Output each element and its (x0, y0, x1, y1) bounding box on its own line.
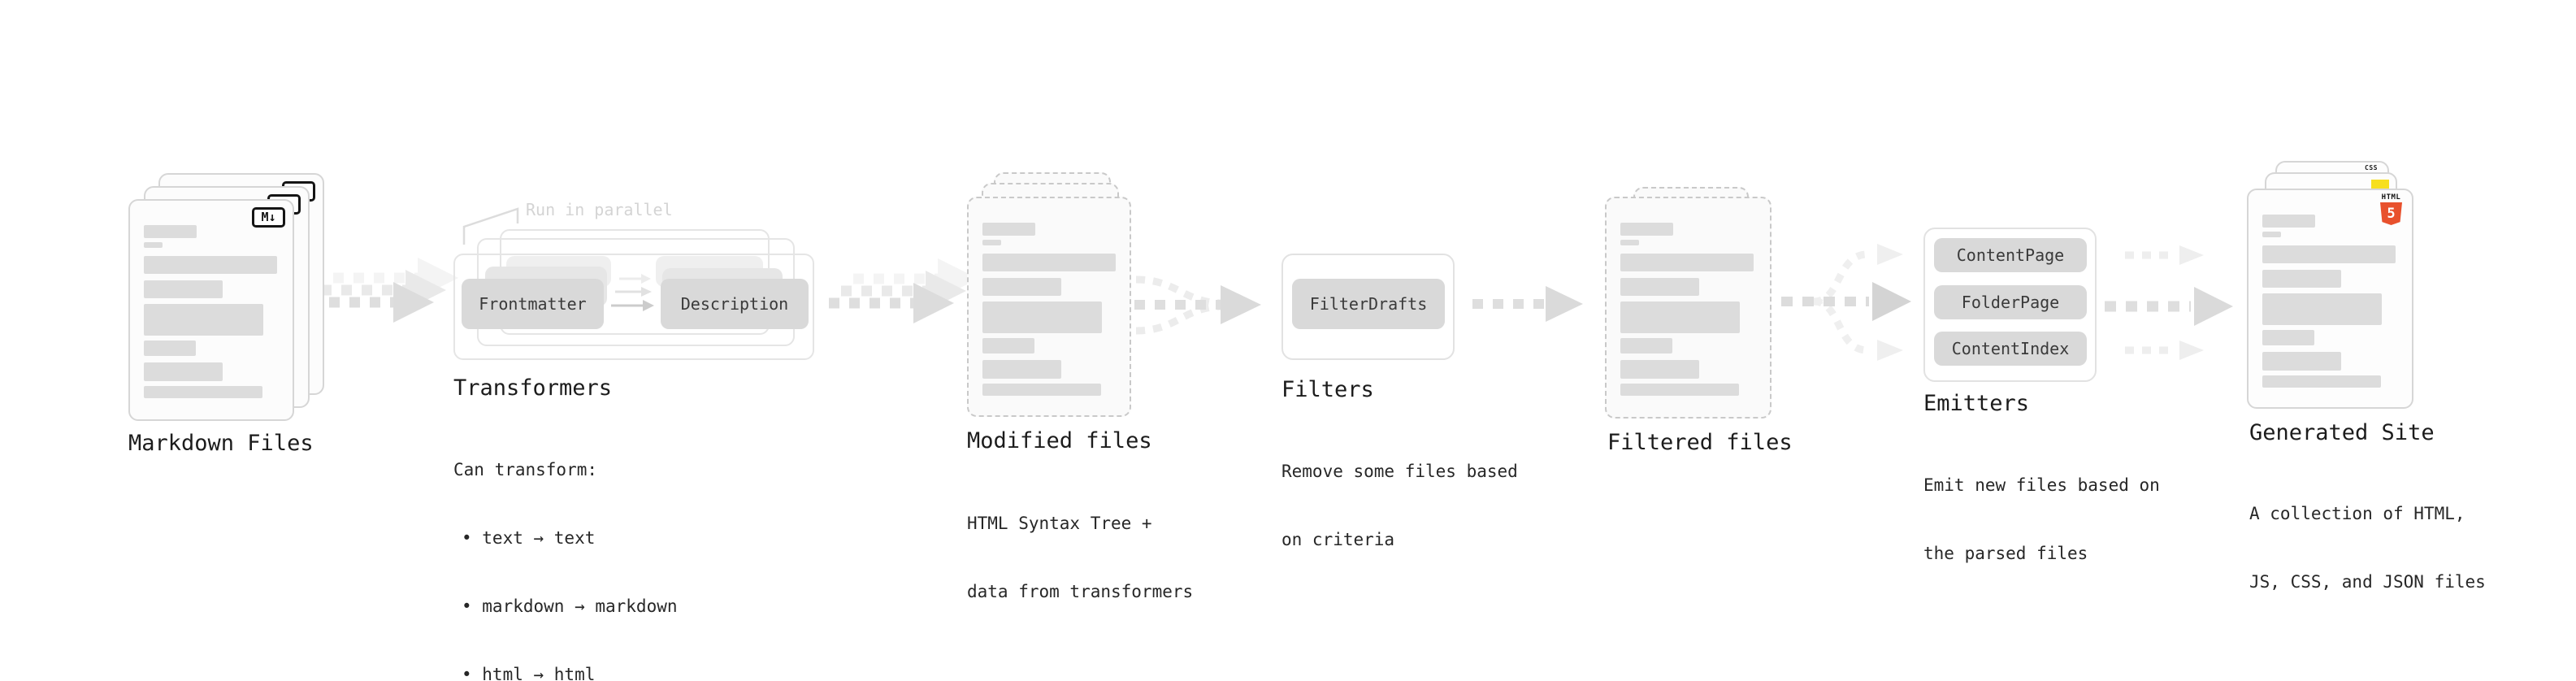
generated-site-note-line: A collection of HTML, (2249, 504, 2465, 523)
filters-heading: Filters (1281, 377, 1374, 402)
html5-shield: 5 (2380, 202, 2402, 225)
run-in-parallel-annotation: Run in parallel (526, 200, 673, 219)
modified-files-label: Modified files (967, 428, 1152, 453)
markdown-icon: M↓ (252, 207, 285, 228)
markdown-files-label: Markdown Files (128, 431, 314, 456)
modified-files-note: HTML Syntax Tree + data from transformer… (967, 466, 1193, 648)
filters-note-line: Remove some files based (1281, 462, 1518, 481)
emitters-note: Emit new files based on the parsed files (1923, 428, 2160, 610)
generated-site-label: Generated Site (2249, 420, 2435, 445)
modified-files-note-line: data from transformers (967, 582, 1194, 601)
stage-modified-files: Modified files HTML Syntax Tree + data f… (967, 172, 1193, 601)
js-icon (2371, 180, 2389, 189)
modified-files-note-line: HTML Syntax Tree + (967, 514, 1152, 533)
filtered-file-card-front (1605, 197, 1772, 419)
modified-file-card-front (967, 197, 1131, 417)
arrow-modified-to-filters (1134, 275, 1261, 335)
stage-generated-site: CSS HTML 5 Generated Site A collection o… (2247, 161, 2486, 592)
description-pill: Description (661, 279, 809, 329)
generated-site-note: A collection of HTML, JS, CSS, and JSON … (2249, 457, 2486, 639)
emitters-note-line: the parsed files (1923, 544, 2088, 563)
html-file-card: HTML 5 (2247, 189, 2413, 409)
run-in-parallel-leader-line (462, 207, 519, 245)
arrow-filters-to-filtered (1472, 286, 1583, 322)
stage-filters: FilterDrafts Filters Remove some files b… (1281, 254, 1518, 549)
transformers-note-item: • markdown → markdown (462, 596, 678, 616)
filtered-files-label: Filtered files (1607, 430, 1793, 455)
emitters-heading: Emitters (1923, 391, 2030, 416)
contentindex-pill: ContentIndex (1934, 332, 2087, 366)
transformer-parallel-arrows (611, 274, 654, 311)
generated-site-note-line: JS, CSS, and JSON files (2249, 572, 2486, 592)
arrow-filtered-to-emitters (1781, 244, 1911, 361)
stage-markdown-files: M↓ M↓ M↓ Markdown Files (128, 173, 340, 514)
filters-note-line: on criteria (1281, 530, 1395, 549)
transformers-note: Can transform: • text → text • markdown … (453, 413, 678, 681)
html5-icon: HTML 5 (2380, 193, 2402, 225)
transformers-heading: Transformers (453, 375, 613, 401)
arrow-transformers-to-modified (829, 258, 978, 323)
emitters-note-line: Emit new files based on (1923, 475, 2160, 495)
transformers-note-item: • html → html (462, 665, 596, 681)
stage-filtered-files: Filtered files (1605, 187, 1824, 463)
arrow-markdown-to-transformers (309, 258, 458, 323)
arrow-emitters-to-generated (2105, 245, 2233, 360)
transformers-note-title: Can transform: (453, 460, 598, 479)
folderpage-pill: FolderPage (1934, 285, 2087, 319)
frontmatter-pill: Frontmatter (462, 279, 604, 329)
contentpage-pill: ContentPage (1934, 238, 2087, 272)
markdown-file-card-front: M↓ (128, 199, 294, 421)
filterdrafts-pill: FilterDrafts (1292, 279, 1445, 329)
stage-emitters: ContentPage FolderPage ContentIndex Emit… (1923, 228, 2160, 563)
transformers-note-item: • text → text (462, 528, 596, 548)
transformer-frame-front (453, 254, 814, 360)
stage-transformers: Run in parallel Frontmatter Description … (453, 200, 835, 681)
filters-note: Remove some files based on criteria (1281, 414, 1518, 596)
